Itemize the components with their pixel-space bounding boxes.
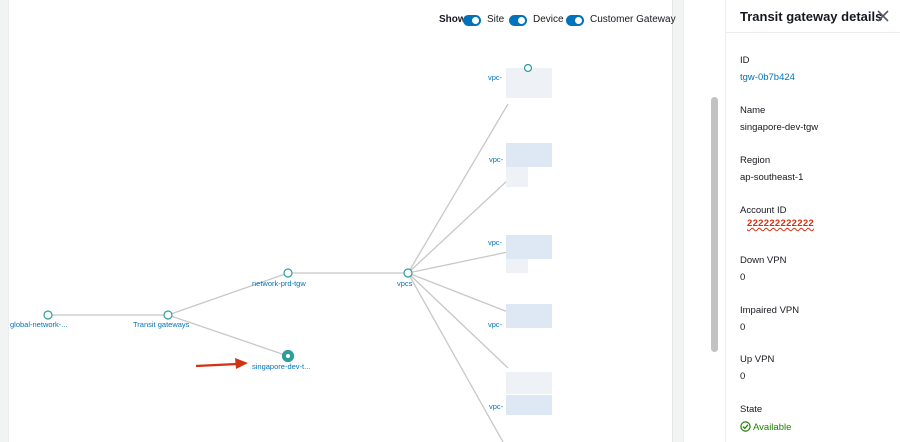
field-label-impaired-vpn: Impaired VPN xyxy=(740,305,800,316)
check-circle-icon xyxy=(740,421,751,432)
redacted-block xyxy=(506,167,528,187)
node-label-vpcs[interactable]: vpcs xyxy=(397,279,413,288)
field-value-name: singapore-dev-tgw xyxy=(740,122,819,133)
edge-transit-network-prd xyxy=(167,272,289,316)
scroll-gutter xyxy=(683,0,725,442)
toggle-customer-gateway-label: Customer Gateway xyxy=(590,14,676,25)
toggle-device-label: Device xyxy=(533,14,564,25)
edge-vpcs-vpc-2 xyxy=(407,179,509,274)
node-label-vpc[interactable]: vpc- xyxy=(489,402,504,411)
node-singapore-dev-tgw-center xyxy=(286,354,290,358)
redacted-block xyxy=(506,304,552,328)
node-label-vpc[interactable]: vpc- xyxy=(488,238,503,247)
vertical-scrollbar[interactable] xyxy=(711,97,718,352)
edge-vpcs-vpc-3 xyxy=(407,251,509,274)
field-region: Region ap-southeast-1 xyxy=(740,155,803,183)
redacted-block xyxy=(506,68,552,98)
toggle-site[interactable] xyxy=(463,15,481,26)
details-panel: Transit gateway details ID tgw-0b7b424 N… xyxy=(725,0,900,442)
field-value-down-vpn: 0 xyxy=(740,272,746,283)
node-label-vpc[interactable]: vpc- xyxy=(489,155,504,164)
close-icon[interactable] xyxy=(877,10,889,22)
field-value-state: Available xyxy=(753,422,792,433)
redacted-block xyxy=(506,235,552,259)
field-label-account-id: Account ID xyxy=(740,205,787,216)
field-id: ID tgw-0b7b424 xyxy=(740,55,795,83)
details-divider xyxy=(726,32,900,33)
field-label-down-vpn: Down VPN xyxy=(740,255,787,266)
redacted-block xyxy=(506,143,552,167)
field-label-region: Region xyxy=(740,155,771,166)
field-impaired-vpn: Impaired VPN 0 xyxy=(740,305,799,333)
field-account-id: Account ID 222222222222 xyxy=(740,205,814,229)
toggle-customer-gateway[interactable] xyxy=(566,15,584,26)
edge-transit-singapore xyxy=(167,314,289,357)
node-label-transit-gateways[interactable]: Transit gateways xyxy=(133,320,190,329)
field-label-state: State xyxy=(740,404,763,415)
toggle-site-label: Site xyxy=(487,14,505,25)
edge-vpcs-vpc-6 xyxy=(407,272,504,442)
edge-vpcs-vpc-1 xyxy=(407,103,509,274)
node-vpcs[interactable] xyxy=(403,268,413,278)
node-label-network-prd-tgw[interactable]: network-prd-tgw xyxy=(252,279,306,288)
annotation-arrow-icon xyxy=(195,358,248,369)
field-state: State Available xyxy=(740,404,791,433)
redacted-block xyxy=(506,259,528,273)
redacted-block xyxy=(506,395,552,415)
node-label-global-network[interactable]: global-network-... xyxy=(10,320,68,329)
field-label-up-vpn: Up VPN xyxy=(740,354,775,365)
field-value-up-vpn: 0 xyxy=(740,371,746,382)
show-label: Show: xyxy=(439,14,469,25)
field-value-impaired-vpn: 0 xyxy=(740,322,746,333)
edge-vpcs-vpc-5 xyxy=(407,272,509,369)
field-label-id: ID xyxy=(740,55,750,66)
redacted-block xyxy=(506,372,552,394)
node-label-vpc[interactable]: vpc- xyxy=(488,320,503,329)
field-value-id[interactable]: tgw-0b7b424 xyxy=(740,72,795,83)
edge-vpcs-vpc-4 xyxy=(407,272,509,313)
field-value-account-id: 222222222222 xyxy=(747,218,815,229)
details-title: Transit gateway details xyxy=(740,9,883,24)
field-value-state-wrap: Available xyxy=(740,421,791,433)
field-name: Name singapore-dev-tgw xyxy=(740,105,818,133)
field-down-vpn: Down VPN 0 xyxy=(740,255,786,283)
node-global-network[interactable] xyxy=(43,310,53,320)
node-vpc-top[interactable] xyxy=(523,63,533,73)
field-label-name: Name xyxy=(740,105,766,116)
node-label-singapore-dev-tgw[interactable]: singapore-dev-t... xyxy=(252,362,310,371)
field-up-vpn: Up VPN 0 xyxy=(740,354,774,382)
field-value-region: ap-southeast-1 xyxy=(740,172,804,183)
node-transit-gateways[interactable] xyxy=(163,310,173,320)
node-label-vpc[interactable]: vpc- xyxy=(488,73,503,82)
topology-canvas[interactable]: global-network-... Transit gateways netw… xyxy=(8,0,676,442)
topology-graph: global-network-... Transit gateways netw… xyxy=(10,63,552,442)
node-network-prd-tgw[interactable] xyxy=(283,268,293,278)
toggle-device[interactable] xyxy=(509,15,527,26)
